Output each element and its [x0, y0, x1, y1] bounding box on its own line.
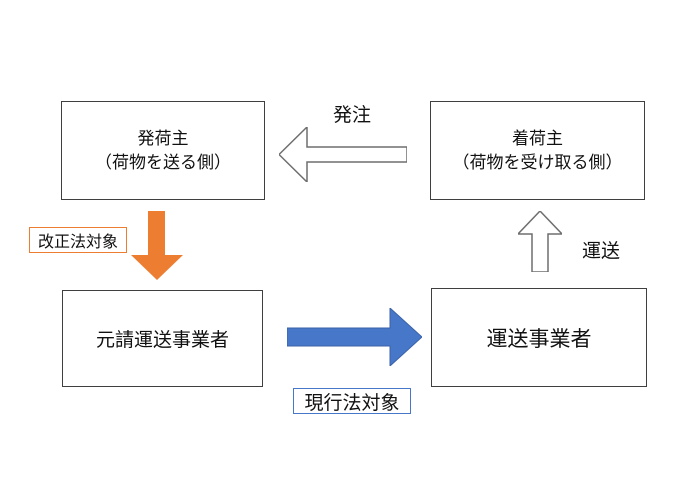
prime-carrier-label: 元請運送事業者 [95, 330, 229, 351]
carrier-label: 運送事業者 [486, 327, 592, 351]
shipper-box: 発荷主 （荷物を送る側） [61, 101, 265, 200]
current-law-tag: 現行法対象 [293, 388, 411, 414]
shipper-subtitle: （荷物を送る側） [95, 152, 231, 172]
order-arrow-label: 発注 [332, 105, 371, 126]
consignee-title: 着荷主 [512, 128, 563, 148]
prime-carrier-box: 元請運送事業者 [62, 290, 263, 387]
consignee-subtitle: （荷物を受け取る側） [452, 152, 623, 172]
current-law-arrow-right-icon [287, 308, 422, 366]
order-arrow-left-icon [279, 127, 407, 182]
transport-arrow-label: 運送 [581, 241, 620, 262]
carrier-box: 運送事業者 [431, 288, 647, 387]
consignee-box: 着荷主 （荷物を受け取る側） [430, 101, 645, 200]
revised-law-arrow-down-icon [131, 211, 183, 280]
shipper-title: 発荷主 [137, 128, 189, 148]
transport-arrow-up-icon [518, 211, 562, 272]
revised-law-tag: 改正法対象 [29, 227, 127, 253]
